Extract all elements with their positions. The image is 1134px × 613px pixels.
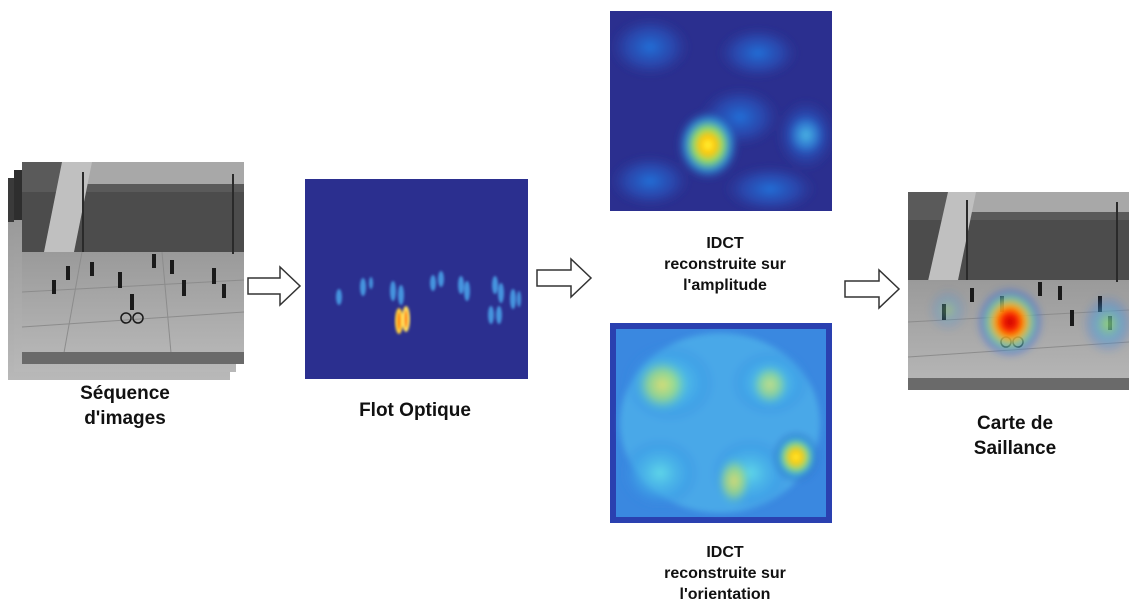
- optical-flow-image: [305, 179, 528, 379]
- label-idct-amplitude: IDCT reconstruite sur l'amplitude: [640, 234, 810, 296]
- label-line: IDCT: [706, 235, 744, 252]
- frame-stack-image: [8, 162, 245, 380]
- optical-flow-heatmap: [305, 179, 528, 379]
- idct-amplitude-image: [610, 11, 832, 211]
- label-image-sequence: Séquence d'images: [40, 382, 210, 431]
- label-idct-orientation: IDCT reconstruite sur l'orientation: [640, 543, 810, 605]
- idct-orientation-heatmap: [610, 323, 832, 523]
- label-line: l'orientation: [679, 585, 771, 603]
- saliency-map-image: [908, 192, 1129, 390]
- arrow-right-icon: [246, 264, 302, 308]
- label-line: l'amplitude: [683, 276, 767, 294]
- label-line: IDCT: [706, 544, 744, 561]
- image-sequence-stack: [8, 162, 246, 380]
- label-optical-flow: Flot Optique: [330, 399, 500, 424]
- label-line: Séquence: [80, 383, 170, 404]
- arrow-right-icon: [843, 267, 901, 311]
- label-line: Flot Optique: [359, 400, 471, 421]
- idct-amplitude-heatmap: [610, 11, 832, 211]
- arrow-right-icon: [535, 256, 593, 300]
- saliency-overlay-image: [908, 192, 1129, 390]
- label-line: reconstruite sur: [664, 255, 786, 273]
- label-line: d'images: [84, 407, 166, 429]
- label-line: Saillance: [973, 437, 1057, 459]
- label-line: Carte de: [976, 413, 1054, 434]
- label-saliency-map: Carte de Saillance: [930, 412, 1100, 461]
- label-line: reconstruite sur: [664, 564, 786, 582]
- idct-orientation-image: [610, 323, 832, 523]
